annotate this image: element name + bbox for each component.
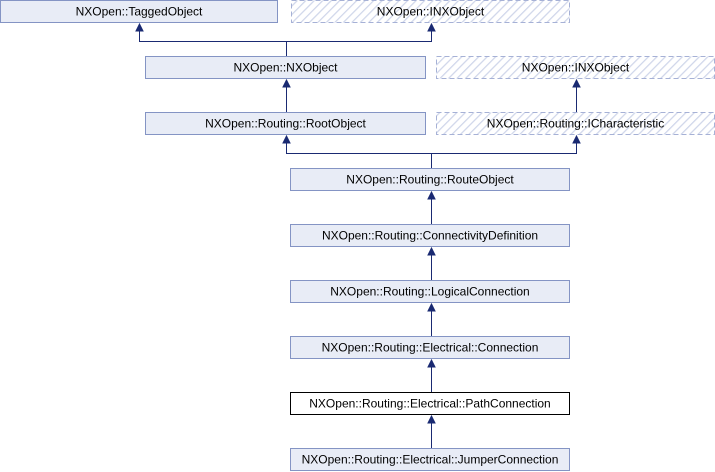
edge-rootobject-to-nxobject (282, 78, 291, 112)
class-box (0, 0, 278, 23)
class-box (290, 336, 570, 359)
edge-icharacteristic-to-inxobj_mid (572, 78, 581, 112)
edge-routeobject-to-rootobject (282, 134, 432, 168)
class-node-icharacteristic[interactable]: NXOpen::Routing::ICharacteristic (436, 112, 715, 135)
class-label: NXOpen::Routing::RootObject (205, 117, 366, 131)
arrowhead-icon (427, 190, 436, 200)
class-node-logicalconn[interactable]: NXOpen::Routing::LogicalConnection (290, 280, 570, 303)
class-label: NXOpen::Routing::ICharacteristic (487, 117, 664, 131)
class-box (291, 0, 570, 23)
class-node-nxobject[interactable]: NXOpen::NXObject (145, 56, 426, 79)
class-node-routeobject[interactable]: NXOpen::Routing::RouteObject (290, 168, 570, 191)
class-box (290, 392, 570, 415)
class-label: NXOpen::Routing::Electrical::PathConnect… (309, 397, 550, 411)
class-label: NXOpen::Routing::LogicalConnection (330, 285, 529, 299)
edge-nxobject-to-inxobj_top (286, 22, 436, 56)
class-box (290, 280, 570, 303)
class-label: NXOpen::Routing::ConnectivityDefinition (322, 229, 538, 243)
edge-line (286, 30, 432, 56)
class-node-elecconn[interactable]: NXOpen::Routing::Electrical::Connection (290, 336, 570, 359)
class-label: NXOpen::Routing::Electrical::JumperConne… (302, 453, 559, 467)
class-label: NXOpen::NXObject (233, 61, 338, 75)
class-label: NXOpen::INXObject (522, 61, 630, 75)
class-box (145, 112, 426, 135)
class-box (145, 56, 426, 79)
class-label: NXOpen::Routing::Electrical::Connection (322, 341, 539, 355)
edge-routeobject-to-icharacteristic (431, 134, 581, 168)
class-node-inxobj_mid[interactable]: NXOpen::INXObject (436, 56, 715, 79)
arrowhead-icon (282, 78, 291, 88)
arrowhead-icon (427, 246, 436, 256)
edge-elecconn-to-logicalconn (427, 302, 436, 336)
edge-connectivitydef-to-routeobject (427, 190, 436, 224)
edge-line (286, 142, 432, 168)
class-node-inxobj_top[interactable]: NXOpen::INXObject (291, 0, 570, 23)
class-node-jumperconn[interactable]: NXOpen::Routing::Electrical::JumperConne… (290, 448, 570, 471)
class-label: NXOpen::TaggedObject (76, 5, 203, 19)
edge-logicalconn-to-connectivitydef (427, 246, 436, 280)
class-node-tagged[interactable]: NXOpen::TaggedObject (0, 0, 278, 23)
class-box (290, 224, 570, 247)
class-box (290, 448, 570, 471)
class-node-rootobject[interactable]: NXOpen::Routing::RootObject (145, 112, 426, 135)
arrowhead-icon (427, 302, 436, 312)
arrowhead-icon (427, 22, 436, 32)
arrowhead-icon (135, 22, 144, 32)
edge-jumperconn-to-pathconn (427, 414, 436, 448)
edge-pathconn-to-elecconn (427, 358, 436, 392)
arrowhead-icon (572, 134, 581, 144)
class-label: NXOpen::INXObject (377, 5, 485, 19)
edge-line (431, 142, 577, 168)
arrowhead-icon (427, 358, 436, 368)
class-node-pathconn: NXOpen::Routing::Electrical::PathConnect… (290, 392, 570, 415)
arrowhead-icon (572, 78, 581, 88)
edges-layer (135, 22, 581, 448)
class-label: NXOpen::Routing::RouteObject (346, 173, 514, 187)
arrowhead-icon (427, 414, 436, 424)
class-box (290, 168, 570, 191)
class-node-connectivitydef[interactable]: NXOpen::Routing::ConnectivityDefinition (290, 224, 570, 247)
edge-line (139, 30, 287, 56)
edge-nxobject-to-tagged (135, 22, 287, 56)
arrowhead-icon (282, 134, 291, 144)
